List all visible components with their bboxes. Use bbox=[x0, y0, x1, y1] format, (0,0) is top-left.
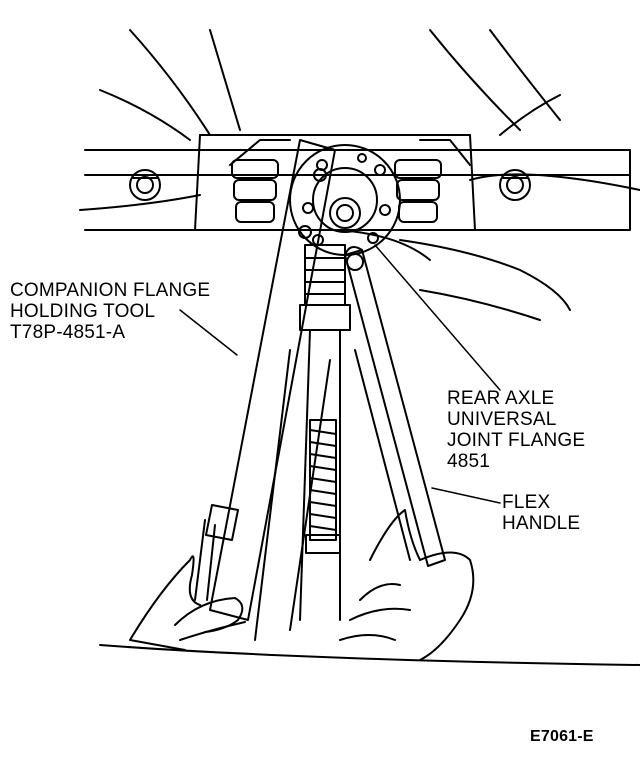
callout-holding-tool: COMPANION FLANGE HOLDING TOOL T78P-4851-… bbox=[10, 280, 210, 343]
left-bushing bbox=[231, 159, 279, 223]
callout-flange-line4: 4851 bbox=[447, 451, 491, 472]
right-bolt bbox=[499, 169, 531, 201]
left-hand bbox=[129, 555, 246, 651]
callout-flange-line3: JOINT FLANGE bbox=[447, 430, 586, 451]
leader-flex-handle bbox=[431, 487, 501, 504]
leader-flange bbox=[374, 244, 501, 391]
callout-holding-tool-line1: COMPANION FLANGE bbox=[10, 280, 211, 301]
pinion-shaft bbox=[299, 244, 351, 331]
axle-housing bbox=[84, 134, 631, 231]
figure-id: E7061-E bbox=[530, 728, 594, 745]
callout-flange-line2: UNIVERSAL bbox=[447, 409, 557, 430]
callout-flex-handle: FLEX HANDLE bbox=[502, 492, 580, 534]
tool-legs bbox=[254, 329, 411, 641]
ground-line bbox=[99, 644, 640, 666]
companion-flange bbox=[289, 144, 401, 256]
threaded-spindle bbox=[305, 419, 341, 554]
callout-holding-tool-line3: T78P-4851-A bbox=[10, 322, 126, 343]
flex-handle-bar bbox=[344, 245, 446, 567]
callout-flex-handle-line2: HANDLE bbox=[502, 513, 581, 534]
holding-tool-bar bbox=[194, 139, 336, 621]
callout-flex-handle-line1: FLEX bbox=[502, 492, 551, 513]
right-bushing bbox=[394, 159, 442, 223]
callout-holding-tool-line2: HOLDING TOOL bbox=[10, 301, 156, 322]
callout-flange-line1: REAR AXLE bbox=[447, 388, 555, 409]
leader-holding-tool bbox=[179, 309, 238, 356]
right-hand bbox=[339, 509, 475, 661]
left-bolt bbox=[129, 169, 161, 201]
callout-flange: REAR AXLE UNIVERSAL JOINT FLANGE 4851 bbox=[447, 388, 585, 472]
